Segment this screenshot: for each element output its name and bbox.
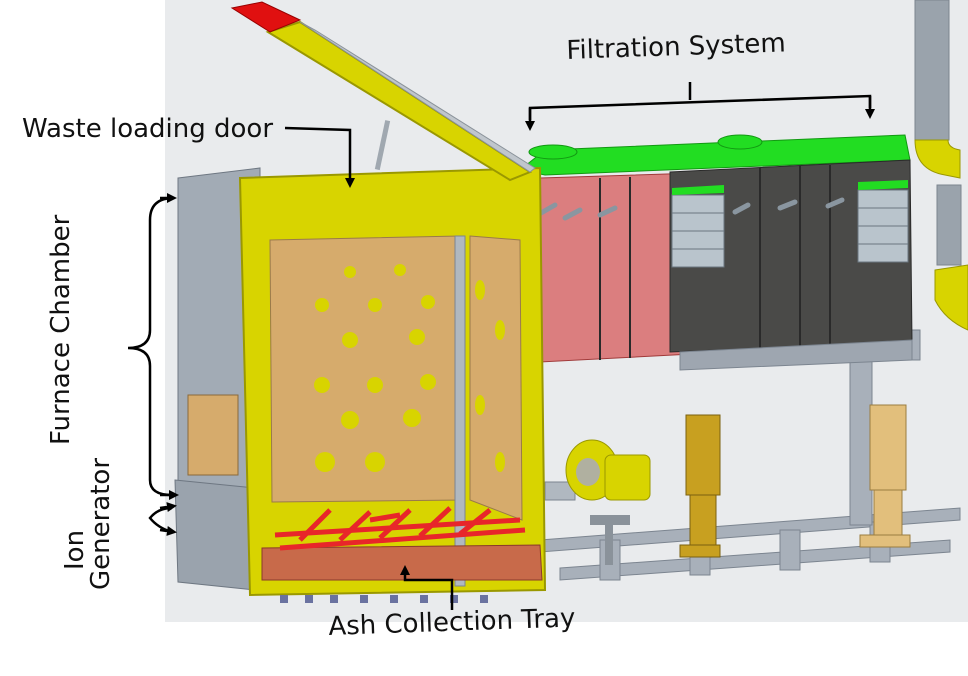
- ionizer-column-left: [679, 414, 721, 558]
- lid-red-handle: [230, 1, 302, 33]
- label-ion-generator-line1: Ion: [60, 529, 90, 570]
- filtration-system-unit: [517, 134, 913, 371]
- label-ion-generator-line2: Generator: [86, 457, 116, 590]
- furnace-side-grey: [174, 479, 256, 591]
- furnace-chamber-brace: [127, 196, 175, 497]
- ion-generator-brace: [148, 506, 173, 534]
- inner-side-panel: [469, 235, 523, 521]
- label-waste-loading-door: Waste loading door: [22, 114, 274, 144]
- furnace-chamber-body: [174, 166, 547, 603]
- annotation-lines: [127, 82, 875, 610]
- label-filtration-system: Filtration System: [565, 28, 787, 66]
- exhaust-pipe: [914, 0, 968, 331]
- label-furnace-chamber: Furnace Chamber: [46, 214, 76, 445]
- ash-tray: [261, 544, 543, 581]
- blower-fan: [544, 439, 651, 565]
- grate: [274, 506, 526, 551]
- ionizer-column-right: [859, 404, 911, 548]
- loading-door-lid: [230, 1, 536, 182]
